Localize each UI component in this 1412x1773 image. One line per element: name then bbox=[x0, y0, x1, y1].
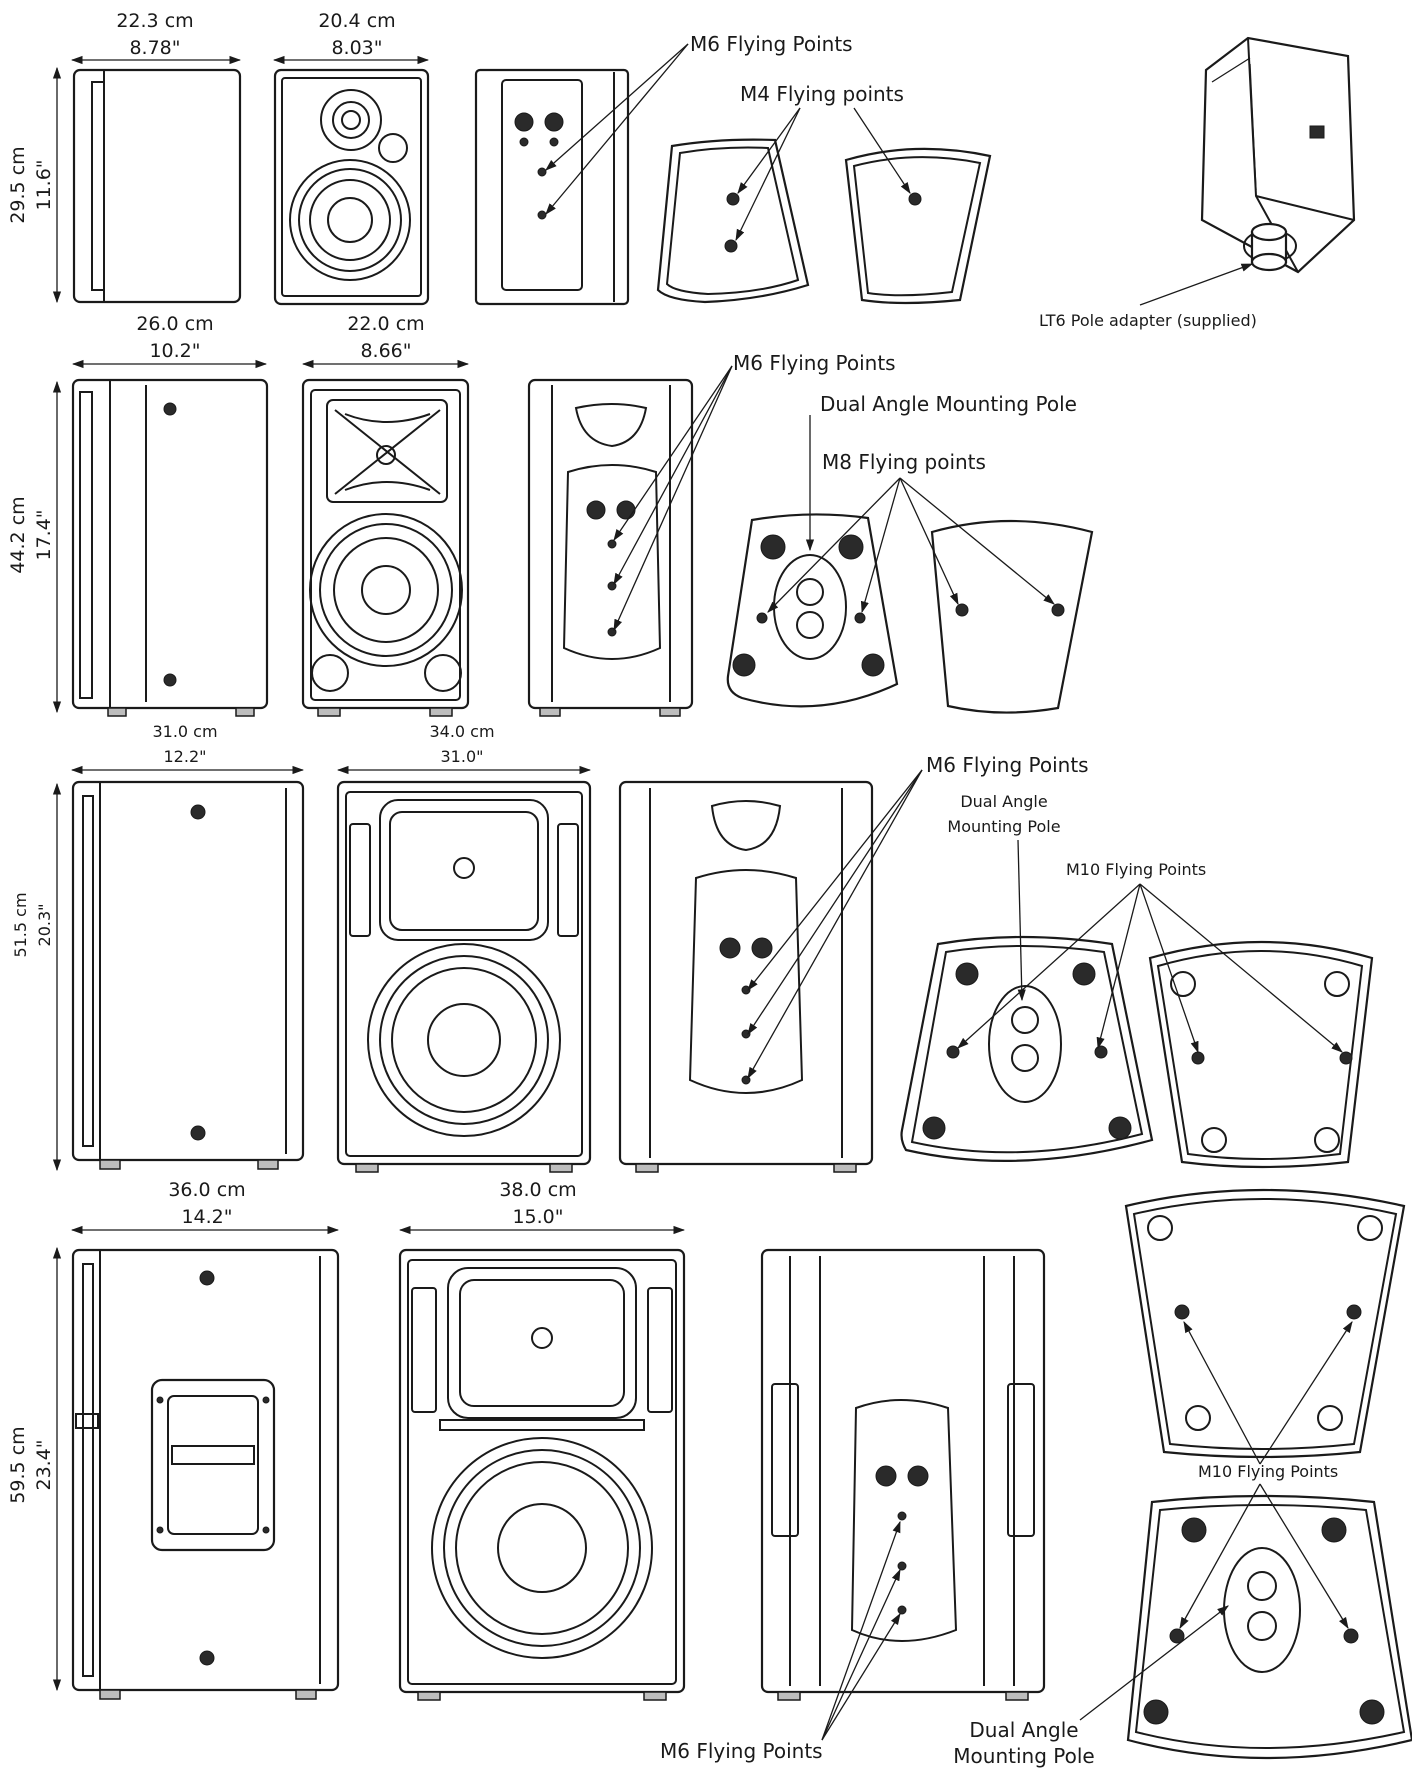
row3-height-cm: 51.5 cm bbox=[11, 892, 30, 957]
row1-bottom-view-left bbox=[656, 138, 810, 304]
row2-bottom-view-left bbox=[726, 513, 899, 708]
row4-height-in: 23.4" bbox=[33, 1439, 55, 1490]
row1-m4-leader bbox=[735, 107, 801, 242]
row4-dual-angle-pole-label-line1: Dual Angle bbox=[969, 1718, 1078, 1742]
row3-dual-angle-pole-label-line1: Dual Angle bbox=[960, 792, 1047, 811]
row1-pole-adapter-isometric bbox=[1200, 36, 1356, 274]
row4-front-view bbox=[398, 1248, 686, 1701]
row4-m6-leader bbox=[821, 1568, 901, 1741]
row1-pole-adapter-leader bbox=[1139, 263, 1254, 306]
row3-m10-flying-points-label: M10 Flying Points bbox=[1066, 860, 1206, 879]
row3-front-width-in: 31.0" bbox=[441, 747, 484, 766]
row1-speaker-views: 22.3 cm 8.78" 20.4 cm 8.03" 29.5 cm 11.6… bbox=[7, 10, 1356, 330]
row2-back-view bbox=[527, 378, 694, 717]
row3-dual-angle-pole-label-line2: Mounting Pole bbox=[947, 817, 1060, 836]
row2-height-cm: 44.2 cm bbox=[7, 496, 29, 573]
row4-m6-leader bbox=[821, 1520, 901, 1741]
row1-height-cm: 29.5 cm bbox=[7, 146, 29, 223]
row4-m10-flying-points-label: M10 Flying Points bbox=[1198, 1462, 1338, 1481]
row3-m6-leader bbox=[747, 769, 923, 991]
row1-height-in: 11.6" bbox=[33, 159, 55, 210]
row1-m4-leader bbox=[853, 107, 911, 194]
row2-bottom-view-right bbox=[930, 519, 1094, 714]
row4-m10-leader bbox=[1183, 1320, 1261, 1465]
row4-m6-flying-points-label: M6 Flying Points bbox=[660, 1739, 823, 1763]
row3-m10-leader bbox=[957, 883, 1141, 1049]
row1-m4-leader bbox=[737, 107, 801, 194]
row4-side-width-in: 14.2" bbox=[181, 1206, 232, 1228]
row3-pole-leader bbox=[1017, 839, 1026, 1002]
row4-m10-leader bbox=[1259, 1483, 1349, 1629]
row3-speaker-views: 31.0 cm 12.2" 34.0 cm 31.0" 51.5 cm 20.3… bbox=[11, 722, 1374, 1173]
row1-side-width-in: 8.78" bbox=[129, 37, 180, 59]
row1-m4-flying-points-label: M4 Flying points bbox=[740, 82, 904, 106]
row3-side-width-cm: 31.0 cm bbox=[152, 722, 217, 741]
row3-front-view bbox=[336, 780, 592, 1173]
row2-m8-flying-points-label: M8 Flying points bbox=[822, 450, 986, 474]
row4-back-view bbox=[760, 1248, 1046, 1701]
row3-m10-leader bbox=[1096, 883, 1141, 1050]
row2-dual-angle-pole-label: Dual Angle Mounting Pole bbox=[820, 392, 1077, 416]
row1-side-view bbox=[72, 68, 242, 304]
row4-front-width-cm: 38.0 cm bbox=[499, 1179, 576, 1201]
row2-m6-flying-points-label: M6 Flying Points bbox=[733, 351, 896, 375]
row2-side-width-in: 10.2" bbox=[149, 340, 200, 362]
row2-m6-leader bbox=[613, 365, 733, 632]
row4-front-width-in: 15.0" bbox=[512, 1206, 563, 1228]
row3-back-view bbox=[618, 780, 874, 1173]
row3-m10-leader bbox=[1139, 883, 1343, 1053]
row1-front-view bbox=[273, 68, 430, 306]
row3-m6-flying-points-label: M6 Flying Points bbox=[926, 753, 1089, 777]
row1-bottom-view-right bbox=[844, 147, 992, 305]
row1-side-width-cm: 22.3 cm bbox=[116, 10, 193, 32]
row2-speaker-views: 26.0 cm 10.2" 22.0 cm 8.66" 44.2 cm 17.4… bbox=[7, 313, 1094, 717]
row2-m6-leader bbox=[613, 365, 733, 586]
row2-side-view bbox=[71, 378, 269, 717]
row2-m6-leader bbox=[613, 365, 733, 541]
row3-m6-leader bbox=[747, 769, 923, 1080]
row2-front-width-cm: 22.0 cm bbox=[347, 313, 424, 335]
row4-pole-leader bbox=[1079, 1605, 1229, 1721]
row3-side-view bbox=[71, 780, 305, 1170]
row1-back-view bbox=[474, 68, 630, 306]
row3-height-in: 20.3" bbox=[35, 904, 54, 947]
row3-m10-leader bbox=[1139, 883, 1199, 1054]
row4-m6-leader bbox=[821, 1613, 901, 1741]
row3-side-width-in: 12.2" bbox=[164, 747, 207, 766]
row2-side-width-cm: 26.0 cm bbox=[136, 313, 213, 335]
row1-m6-leader bbox=[545, 43, 689, 171]
row4-side-view bbox=[71, 1248, 340, 1700]
row3-bottom-view-left bbox=[900, 935, 1154, 1162]
row2-front-width-in: 8.66" bbox=[360, 340, 411, 362]
row4-m10-leader bbox=[1179, 1483, 1261, 1630]
row2-m8-leader bbox=[899, 477, 959, 606]
row1-front-width-cm: 20.4 cm bbox=[318, 10, 395, 32]
row4-m10-leader bbox=[1259, 1321, 1353, 1465]
row1-m6-leader bbox=[545, 43, 689, 215]
row3-bottom-view-right bbox=[1148, 940, 1374, 1169]
row4-height-cm: 59.5 cm bbox=[7, 1426, 29, 1503]
row3-front-width-cm: 34.0 cm bbox=[429, 722, 494, 741]
row2-m8-leader bbox=[767, 477, 901, 613]
row2-m8-leader bbox=[860, 477, 901, 614]
row2-m8-leader bbox=[899, 477, 1055, 605]
row1-pole-adapter-label: LT6 Pole adapter (supplied) bbox=[1039, 311, 1257, 330]
row2-front-view bbox=[301, 378, 470, 717]
row4-bottom-view-top bbox=[1124, 1188, 1406, 1459]
row4-side-width-cm: 36.0 cm bbox=[168, 1179, 245, 1201]
row4-bottom-view-bottom bbox=[1126, 1494, 1412, 1760]
row2-height-in: 17.4" bbox=[33, 509, 55, 560]
row4-speaker-views: 36.0 cm 14.2" 38.0 cm 15.0" 59.5 cm 23.4… bbox=[7, 1179, 1412, 1768]
row1-front-width-in: 8.03" bbox=[331, 37, 382, 59]
row1-m6-flying-points-label: M6 Flying Points bbox=[690, 32, 853, 56]
row3-m6-leader bbox=[747, 769, 923, 1035]
row4-dual-angle-pole-label-line2: Mounting Pole bbox=[953, 1744, 1094, 1768]
